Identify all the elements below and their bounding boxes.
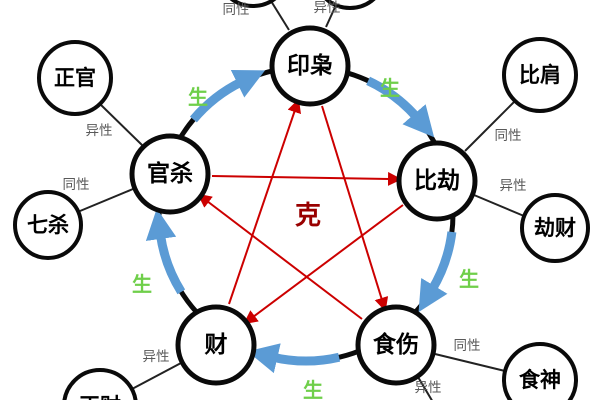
node-circle-jiecai — [520, 193, 590, 263]
sheng-cycle-arrows — [145, 70, 457, 374]
polarity-label-tongxing: 同性 — [223, 2, 250, 18]
sheng-label: 生 — [303, 378, 323, 400]
polarity-label-tongxing: 同性 — [495, 128, 522, 144]
node-circle-zhengguan — [37, 40, 113, 116]
polarity-label-yixing: 异性 — [314, 0, 341, 16]
node-label-zhengcai: 正财 — [79, 394, 121, 400]
sheng-label: 生 — [380, 76, 400, 100]
sheng-labels: 生 生 生 生 生 — [132, 76, 479, 400]
polarity-label-tongxing: 同性 — [454, 338, 481, 354]
node-circle-bijie — [396, 140, 478, 222]
ke-arrow-yinxiao-to-shishang — [321, 105, 389, 312]
node-zhengguan: 正官 — [37, 40, 113, 116]
sheng-arrow-bijie-to-shishang — [418, 231, 457, 313]
partial-circle-top-left — [229, 0, 277, 8]
ke-label: 克 — [295, 201, 321, 231]
polarity-label-yixing: 异性 — [143, 349, 170, 365]
node-shishen: 食神 — [502, 342, 578, 400]
node-label-yinxiao: 印枭 — [287, 52, 333, 79]
sheng-label: 生 — [188, 85, 208, 109]
node-circle-bijian — [502, 37, 578, 113]
node-label-cai: 财 — [205, 332, 228, 358]
sheng-label: 生 — [132, 272, 152, 296]
node-bijie: 比劫 — [396, 140, 478, 222]
connector-bijian-bijie — [464, 100, 516, 152]
node-circle-yinxiao — [269, 25, 351, 107]
node-shishang: 食伤 — [355, 304, 437, 386]
node-label-qisha: 七杀 — [27, 213, 69, 237]
polarity-label-yixing: 异性 — [415, 380, 442, 396]
ke-arrow-shishang-to-guansha — [197, 193, 363, 320]
node-circle-cai — [175, 304, 257, 386]
node-cai: 财 — [175, 304, 257, 386]
partial-circle-zhengcai — [62, 368, 138, 400]
node-label-bijian: 比肩 — [519, 63, 561, 87]
node-circle-guansha — [129, 133, 211, 215]
node-circle-shishang — [355, 304, 437, 386]
node-jiecai: 劫财 — [520, 193, 590, 263]
node-label-guansha: 官杀 — [147, 160, 193, 187]
connector-pianyin-yinxiao — [270, 0, 290, 31]
ke-arrow-bijie-to-cai — [243, 204, 404, 325]
polarity-label-yixing: 异性 — [500, 178, 527, 194]
connector-shangguan-shishang — [417, 376, 433, 400]
edge-partial-circles — [62, 0, 376, 400]
sheng-arrow-yinxiao-to-bijie — [366, 76, 435, 138]
sheng-arrow-guansha-to-yinxiao — [189, 70, 266, 123]
connector-zhengguan-guansha — [99, 103, 143, 146]
sheng-label: 生 — [459, 267, 479, 291]
outer-connectors — [79, 0, 525, 400]
node-label-jiecai: 劫财 — [534, 216, 576, 240]
sheng-arrow-cai-to-guansha — [145, 208, 186, 295]
connector-zhengyin-yinxiao — [325, 4, 337, 28]
node-label-shishen: 食神 — [519, 368, 561, 392]
polarity-label-yixing: 异性 — [86, 123, 113, 139]
ke-cycle-arrows — [197, 98, 404, 325]
connector-jiecai-bijie — [473, 194, 525, 217]
ke-arrow-guansha-to-bijie — [211, 171, 402, 186]
node-guansha: 官杀 — [129, 133, 211, 215]
polarity-label-tongxing: 同性 — [63, 177, 90, 193]
polarity-labels: 同性 异性 异性 同性 同性 异性 同性 异性 异性 — [63, 0, 527, 396]
connector-shishen-shishang — [434, 353, 506, 372]
node-label-shishang: 食伤 — [373, 331, 419, 358]
node-circle-shishen — [502, 342, 578, 400]
ke-arrow-cai-to-yinxiao — [228, 98, 301, 305]
node-label-bijie: 比劫 — [414, 168, 460, 194]
node-label-zhengguan: 正官 — [54, 66, 96, 90]
sheng-arrow-shishang-to-cai — [247, 343, 341, 374]
connector-zhengcai-cai — [131, 362, 182, 390]
node-qisha: 七杀 — [13, 190, 83, 260]
node-circle-qisha — [13, 190, 83, 260]
node-bijian: 比肩 — [502, 37, 578, 113]
connector-qisha-guansha — [79, 188, 134, 212]
node-yinxiao: 印枭 — [269, 25, 351, 107]
partial-circle-top-right — [324, 0, 376, 10]
